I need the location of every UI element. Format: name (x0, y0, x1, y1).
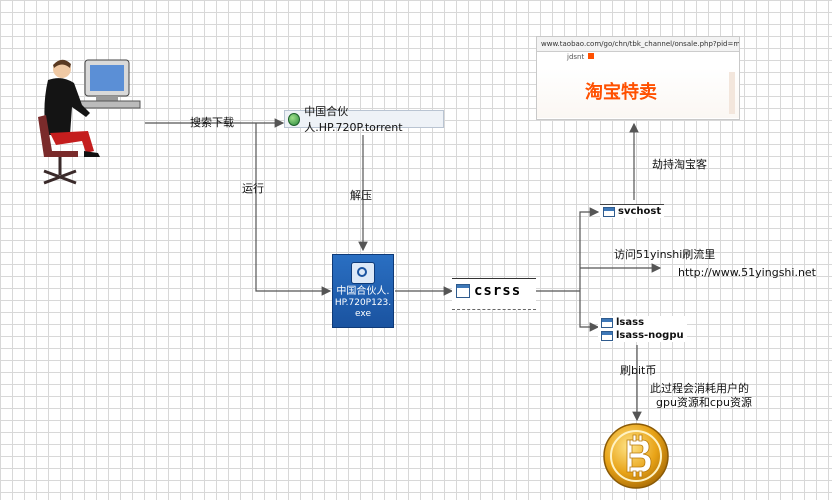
taobao-banner: 淘宝特卖 (537, 68, 739, 118)
label-search-download: 搜索下载 (190, 116, 234, 129)
torrent-file-node: 中国合伙人.HP.720P.torrent (284, 105, 444, 134)
torrent-file-name: 中国合伙人.HP.720P.torrent (304, 105, 403, 134)
exe-name-line1: 中国合伙人. (336, 286, 390, 297)
taobao-decoration-icon (729, 72, 735, 114)
label-run: 运行 (242, 182, 264, 195)
edge-to-svchost (579, 207, 600, 291)
lsass-label: lsass (616, 317, 645, 328)
taobao-logo: 淘宝特卖 (585, 82, 657, 103)
label-url-51yingshi: http://www.51yingshi.net (678, 266, 816, 279)
exe-name-line2: HP.720P123. (334, 298, 392, 308)
lsass-process-group: lsass lsass-nogpu (598, 316, 687, 342)
exe-extension: exe (355, 309, 371, 319)
window-icon (456, 284, 470, 298)
label-consume-note-2: gpu资源和cpu资源 (656, 396, 752, 409)
svchost-process-node: svchost (600, 204, 665, 218)
label-visit-51yinshi: 访问51yinshi刷流里 (614, 248, 716, 261)
csrss-label: csrss (474, 283, 522, 299)
label-consume-note-1: 此过程会消耗用户的 (650, 382, 749, 395)
taobao-tab-bar: jdsnt (537, 52, 739, 62)
window-icon (601, 330, 613, 341)
bitcoin-coin-icon (602, 422, 670, 490)
lsass-nogpu-label: lsass-nogpu (616, 330, 684, 341)
taobao-url-bar: www.taobao.com/go/chn/tbk_channel/onsale… (537, 37, 739, 52)
label-mine-bitcoin: 刷bit币 (620, 364, 657, 377)
window-icon (601, 317, 613, 328)
edge-run (255, 123, 332, 296)
label-unzip: 解压 (350, 189, 372, 202)
exe-file-node: 中国合伙人. HP.720P123. exe (332, 254, 394, 328)
taobao-tab-label: jdsnt (567, 53, 585, 61)
edge-to-lsass (579, 291, 600, 332)
lsass-process-node: lsass (601, 317, 684, 328)
installer-icon (351, 262, 375, 284)
csrss-process-node: csrss (452, 278, 536, 310)
torrent-globe-icon (288, 112, 301, 126)
svchost-label: svchost (618, 206, 662, 217)
lsass-nogpu-process-node: lsass-nogpu (601, 330, 684, 341)
window-icon (603, 206, 615, 217)
taobao-tab-favicon-icon (588, 53, 595, 59)
user-at-computer-icon (30, 55, 145, 190)
label-hijack-taobaoke: 劫持淘宝客 (652, 158, 707, 171)
taobao-url: www.taobao.com/go/chn/tbk_channel/onsale… (541, 40, 739, 48)
taobao-page-screenshot: www.taobao.com/go/chn/tbk_channel/onsale… (536, 36, 740, 120)
